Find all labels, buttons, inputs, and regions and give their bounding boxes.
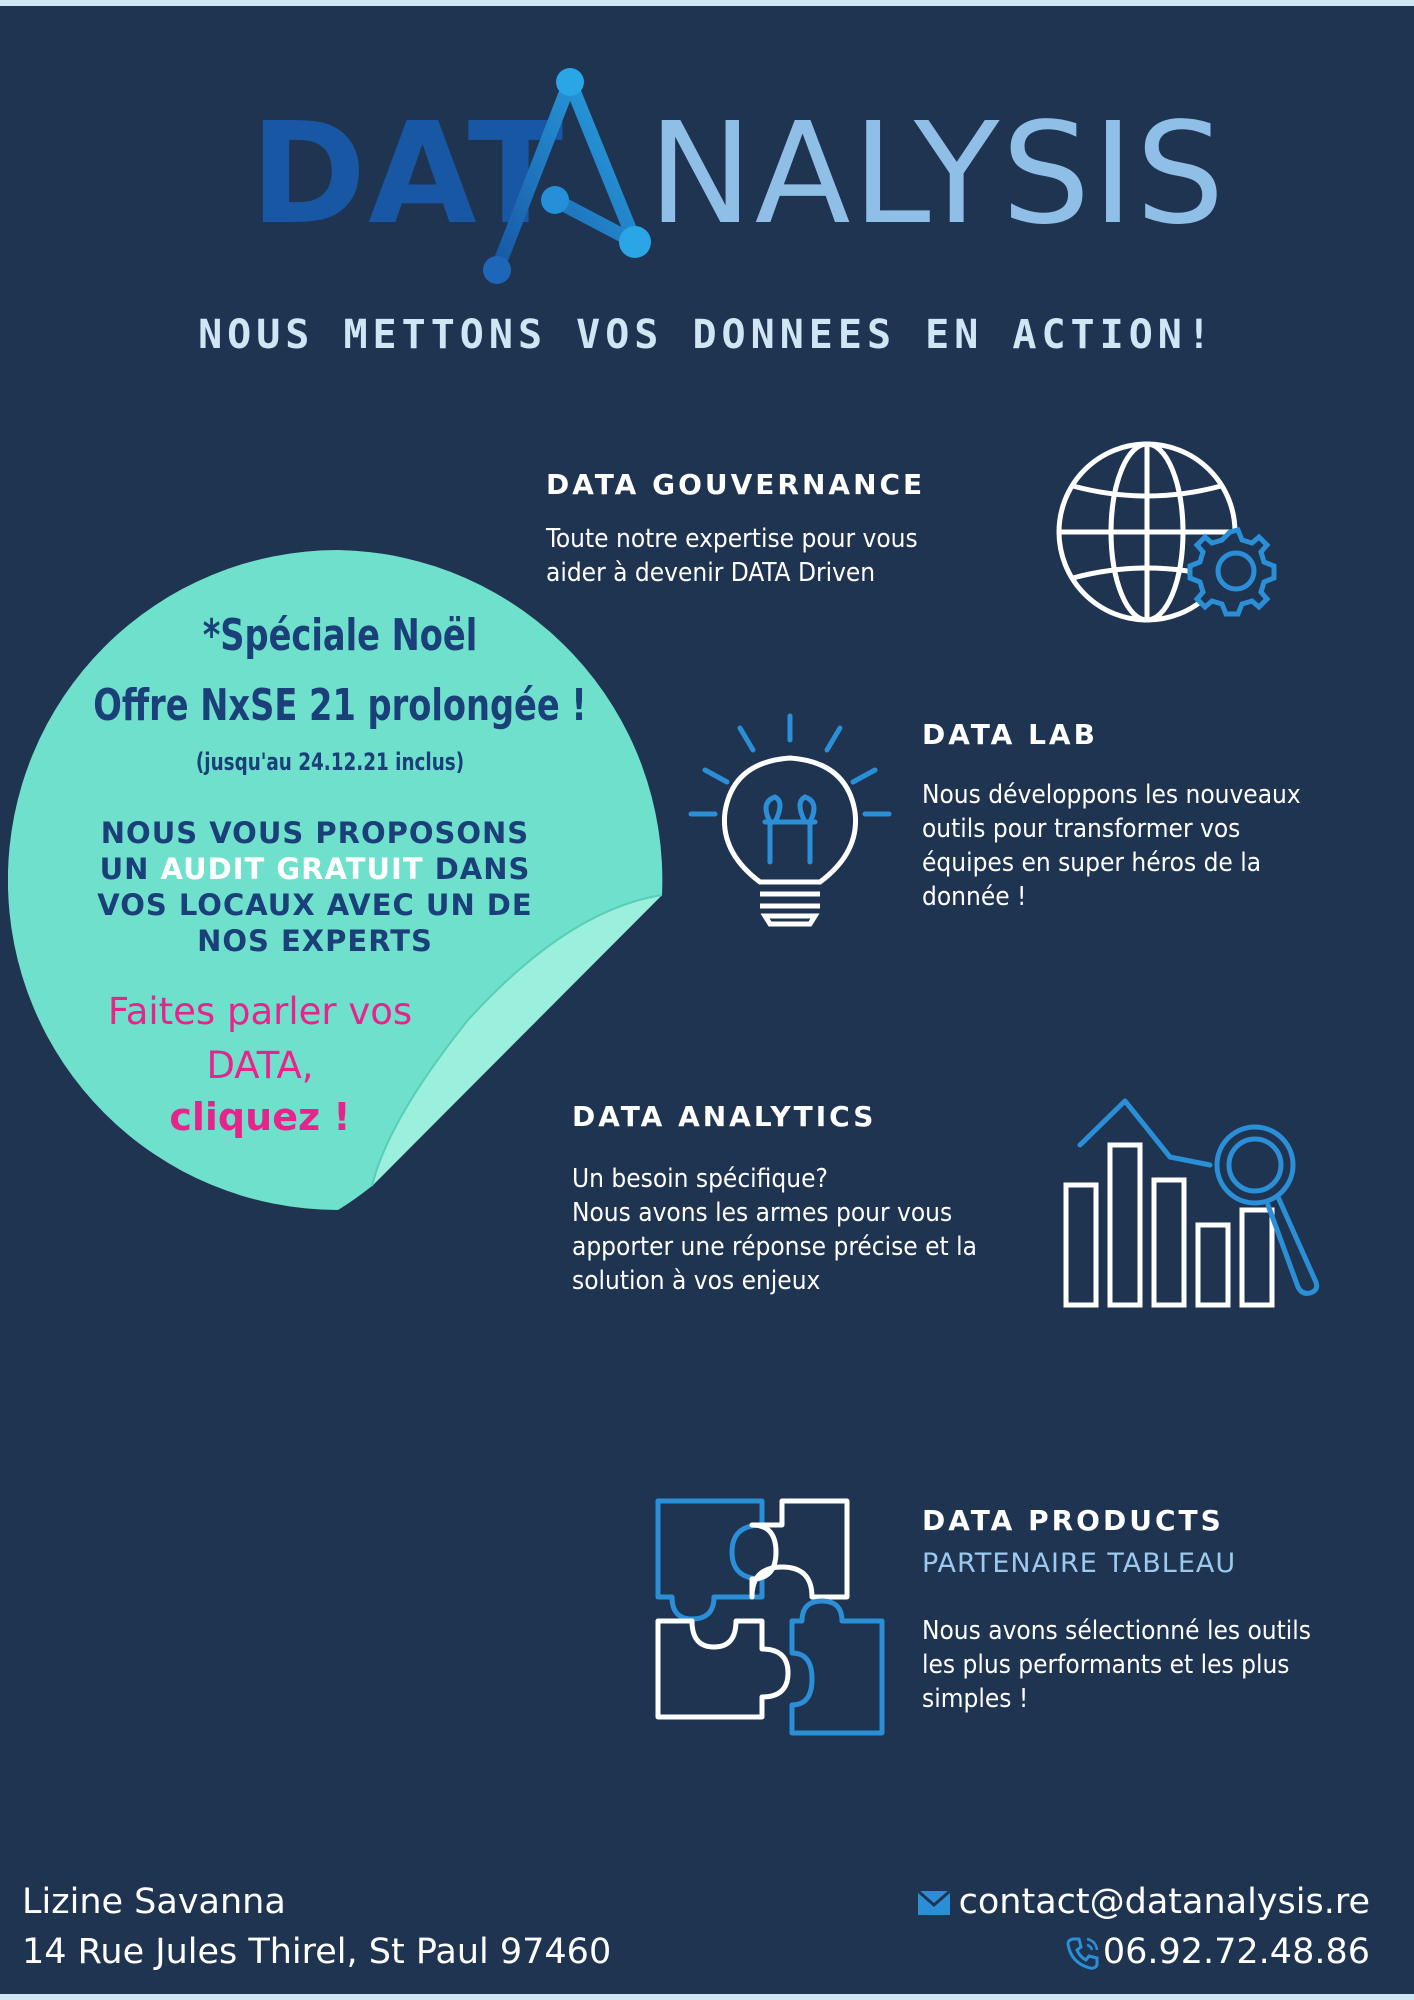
bar-chart-magnifier-icon [1063,1098,1320,1308]
section-text-products: Nous avons sélectionné les outils les pl… [922,1616,1311,1714]
section-text-analytics: Un besoin spécifique? Nous avons les arm… [572,1164,977,1296]
logo-a-network-icon [483,68,651,284]
section-text-lab: Nous développons les nouveaux outils pou… [922,780,1301,912]
footer-company: Lizine Savanna [22,1882,286,1922]
offer-highlight: AUDIT GRATUIT [160,852,424,886]
tagline: NOUS METTONS VOS DONNEES EN ACTION! [198,312,1216,358]
section-title-products: DATA PRODUCTS [922,1504,1224,1537]
promo-line-2: Offre NxSE 21 prolongée ! [93,680,587,731]
offer-text-after: DANS VOS LOCAUX AVEC UN DE NOS EXPERTS [97,852,533,958]
section-subtitle-products: PARTENAIRE TABLEAU [922,1548,1237,1579]
puzzle-icon [655,1498,885,1736]
footer-phone[interactable]: 06.92.72.48.86 [1102,1932,1370,1972]
phone-icon [1066,1937,1099,1970]
bottom-border [0,1994,1414,2000]
globe-gear-icon [1056,441,1277,623]
footer-address: 14 Rue Jules Thirel, St Paul 97460 [22,1932,612,1972]
cta-text[interactable]: Faites parler vos DATA, [107,990,413,1087]
footer-email-row[interactable]: contact@datanalysis.re [916,1882,1370,1922]
footer-email[interactable]: contact@datanalysis.re [958,1882,1370,1922]
lightbulb-icon [688,713,892,927]
offer-text: NOUS VOUS PROPOSONS UN AUDIT GRATUIT DAN… [80,815,550,959]
offer-text-before: NOUS VOUS PROPOSONS UN [99,816,530,886]
section-text-gouvernance: Toute notre expertise pour vous aider à … [546,524,918,588]
promo-line-3: (jusqu'au 24.12.21 inclus) [195,748,465,776]
logo: DAT NALYSIS [250,60,1224,300]
footer-phone-row[interactable]: 06.92.72.48.86 [1065,1932,1370,1972]
section-title-analytics: DATA ANALYTICS [572,1100,877,1133]
cta-click-link[interactable]: cliquez ! [169,1095,351,1139]
logo-text-nalysis: NALYSIS [648,93,1227,256]
top-border [0,0,1414,6]
promo-line-1: *Spéciale Noël [202,610,478,661]
section-title-gouvernance: DATA GOUVERNANCE [546,468,926,501]
email-icon [916,1889,951,1915]
promo-sticker[interactable] [8,550,668,1210]
section-title-lab: DATA LAB [922,718,1098,751]
